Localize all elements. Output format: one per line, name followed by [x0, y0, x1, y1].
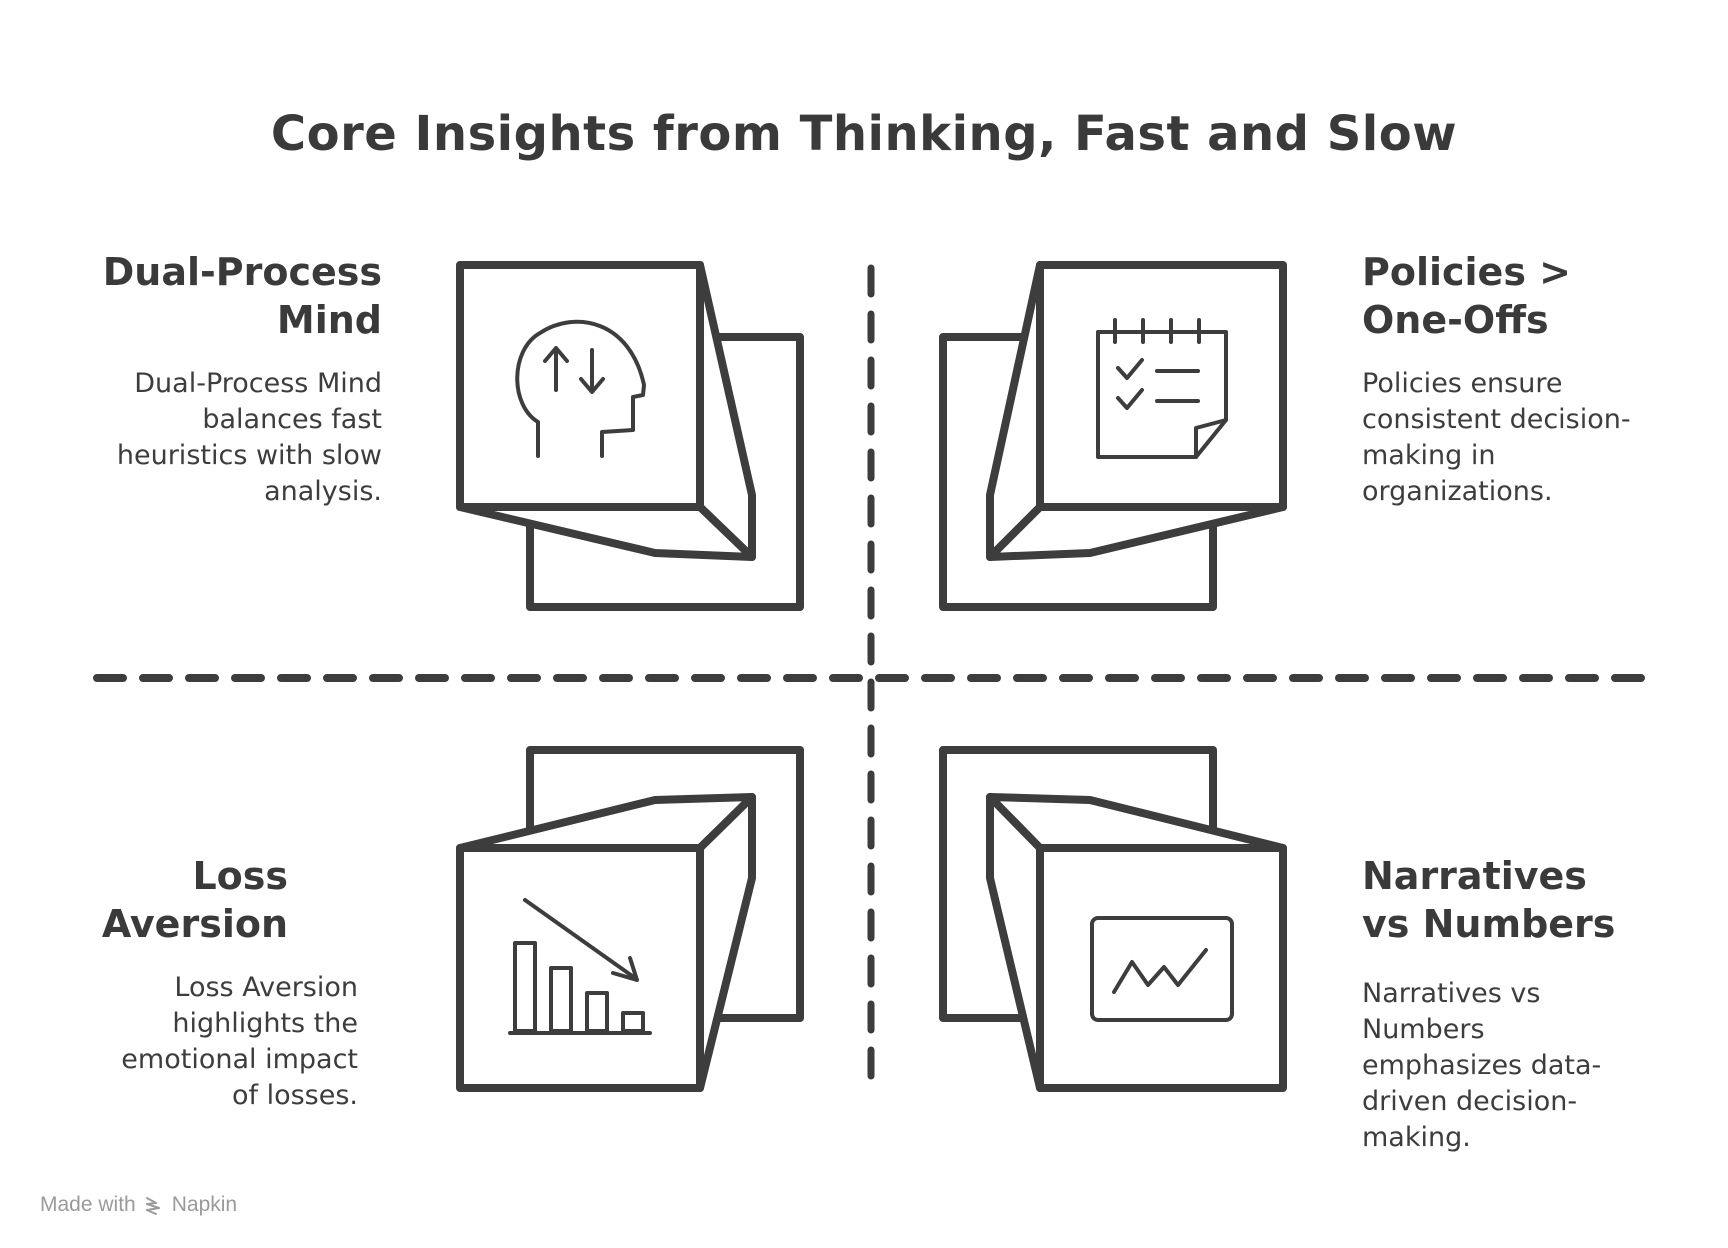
napkin-logo-icon [145, 1197, 160, 1215]
heading-line: Aversion [101, 902, 288, 946]
description-dual-process: Dual-Process Mind balances fast heuristi… [116, 368, 382, 507]
description-narratives: Narratives vs Numbers emphasizes data-dr… [1362, 978, 1602, 1153]
description-policies: Policies ensure consistent decision-maki… [1362, 368, 1631, 507]
heading-line: Loss [192, 854, 288, 898]
heading-line: Narratives [1362, 854, 1587, 898]
heading-line: Mind [276, 298, 382, 342]
line-chart-screen-icon [1090, 916, 1234, 1022]
box-policies [939, 261, 1287, 611]
head-arrows-icon [515, 319, 646, 458]
box-loss-aversion [456, 746, 804, 1092]
heading-loss-aversion: Loss Aversion [60, 852, 288, 948]
heading-line: Policies > [1362, 250, 1572, 294]
declining-bar-chart-icon [508, 898, 652, 1035]
heading-dual-process: Dual-Process Mind [60, 248, 382, 344]
page-title: Core Insights from Thinking, Fast and Sl… [270, 106, 1458, 162]
footer-made-with: Made with [40, 1193, 136, 1216]
footer-brand: Napkin [171, 1193, 238, 1216]
checklist-icon [1096, 318, 1228, 459]
heading-line: Dual-Process [102, 250, 382, 294]
heading-line: One-Offs [1362, 298, 1549, 342]
box-dual-process [456, 261, 804, 611]
heading-policies: Policies > One-Offs [1362, 248, 1682, 344]
footer-watermark: Made with Napkin [40, 1193, 237, 1217]
heading-line: vs Numbers [1362, 902, 1616, 946]
description-loss-aversion: Loss Aversion highlights the emotional i… [121, 972, 358, 1111]
heading-narratives: Narratives vs Numbers [1362, 852, 1682, 948]
